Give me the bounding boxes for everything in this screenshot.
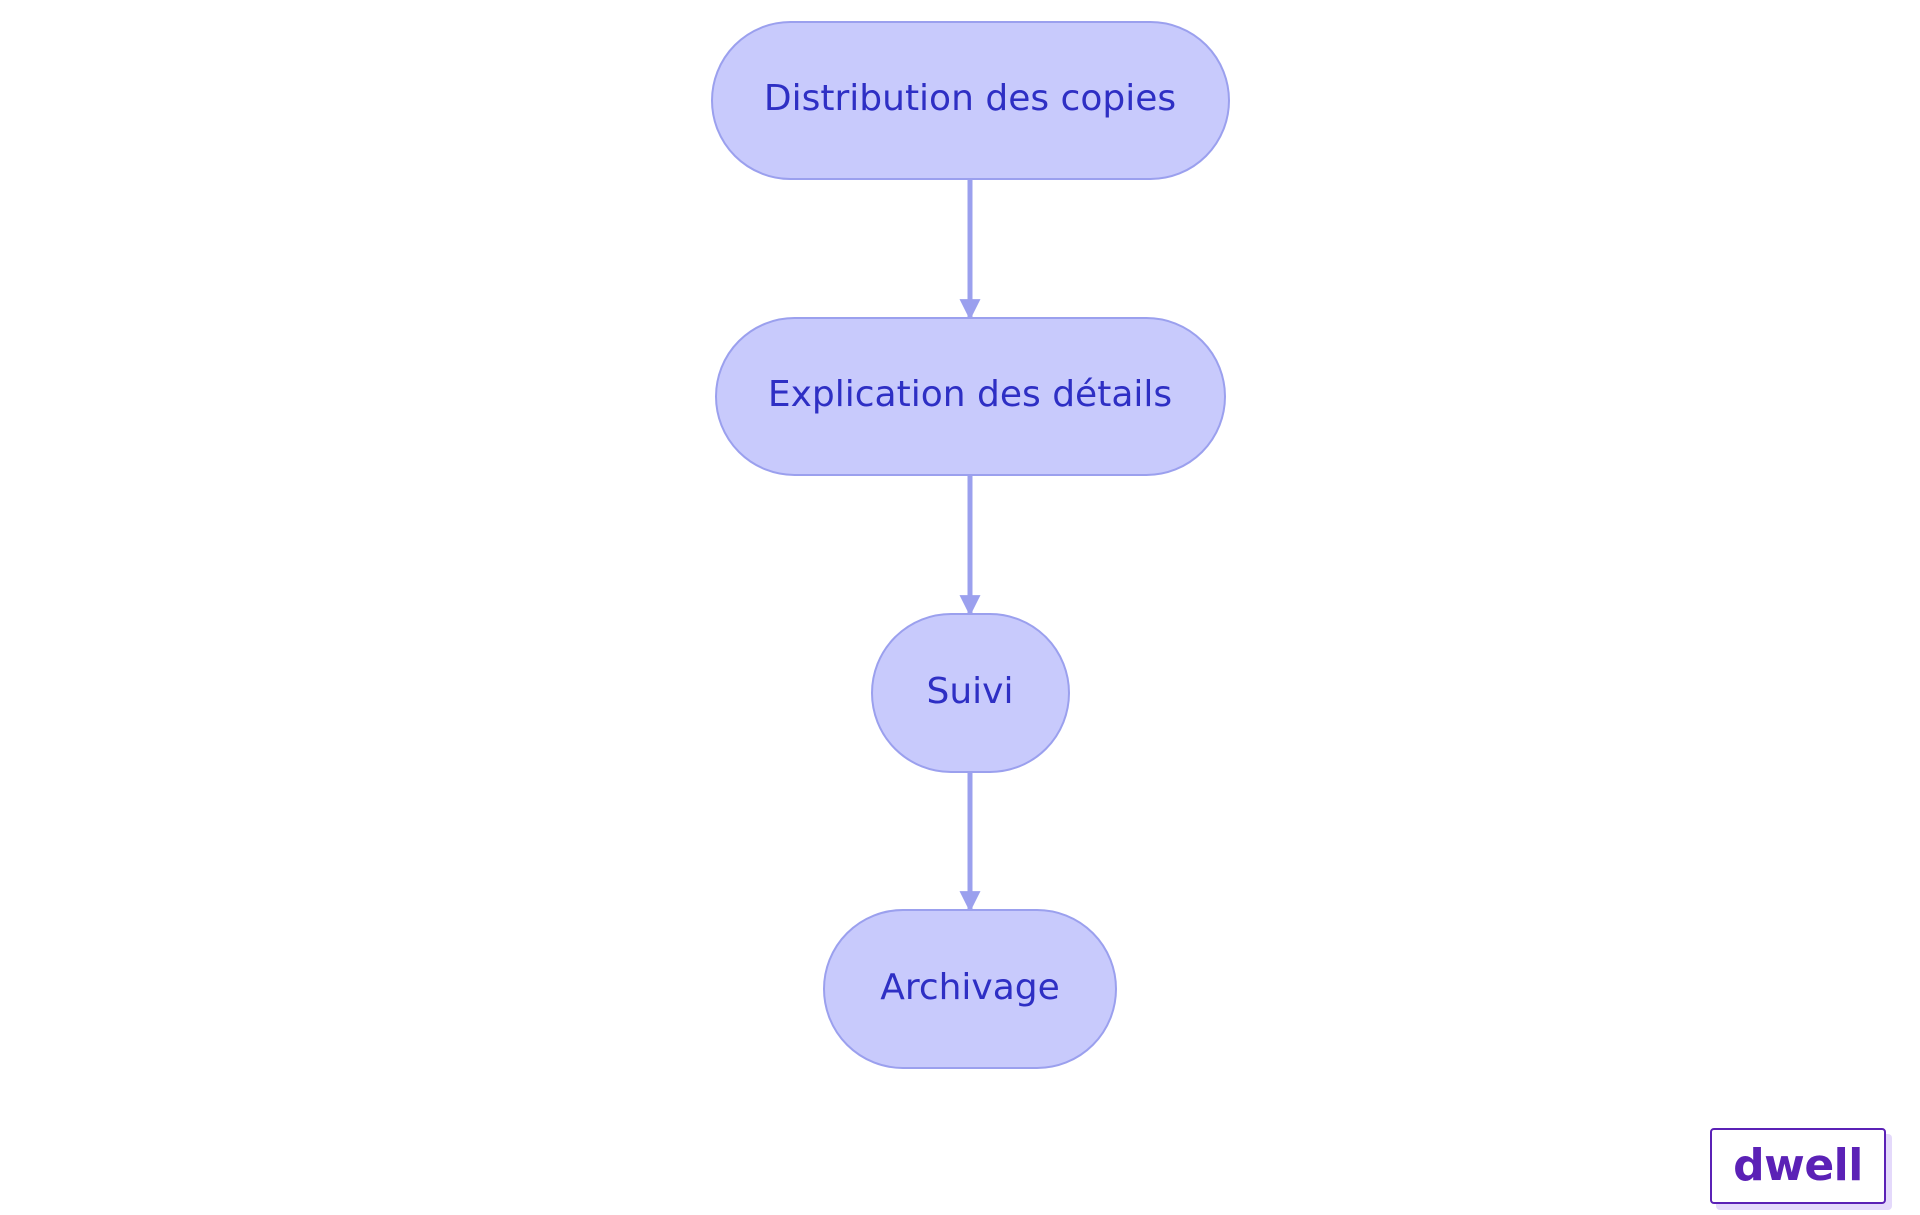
node-shape	[871, 613, 1070, 773]
node-label: Explication des détails	[768, 374, 1172, 415]
node-shape	[711, 21, 1230, 180]
node-explication-des-details: Explication des détails	[715, 317, 1226, 476]
dwell-logo-badge: dwell	[1710, 1128, 1886, 1204]
node-archivage: Archivage	[823, 909, 1117, 1069]
node-suivi: Suivi	[871, 613, 1070, 773]
node-label: Archivage	[880, 967, 1060, 1008]
node-distribution-des-copies: Distribution des copies	[711, 21, 1230, 180]
dwell-logo-text: dwell	[1733, 1140, 1863, 1191]
node-shape	[715, 317, 1226, 476]
node-label: Suivi	[927, 671, 1014, 712]
node-label: Distribution des copies	[764, 78, 1176, 119]
node-shape	[823, 909, 1117, 1069]
